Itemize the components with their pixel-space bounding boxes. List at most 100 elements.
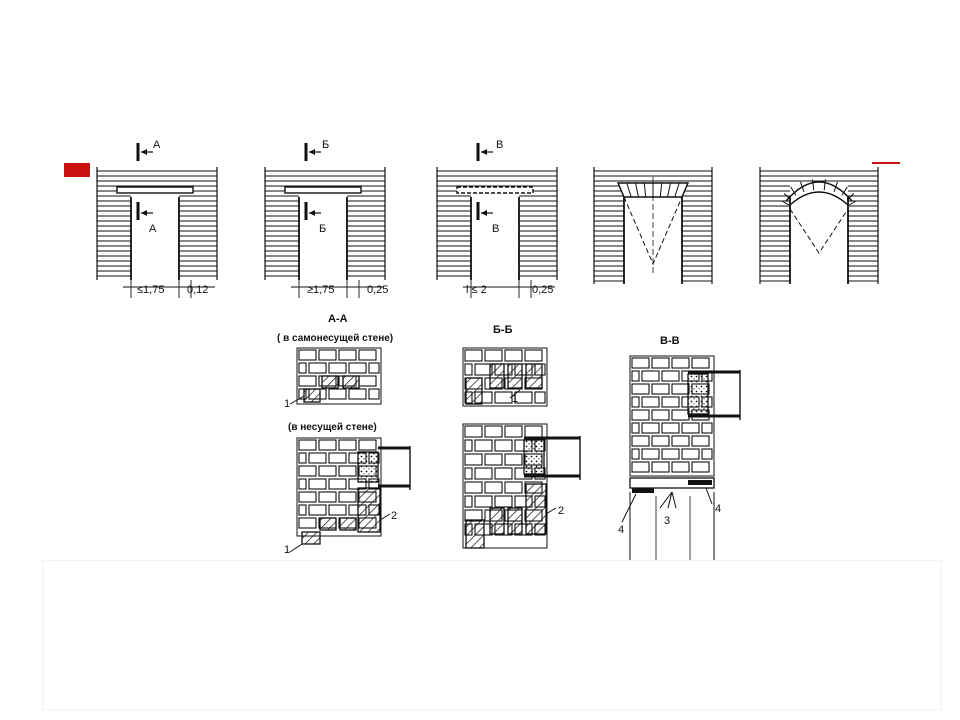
- leader-line: [289, 543, 303, 553]
- brick: [464, 481, 483, 494]
- lintel-beam: [116, 186, 194, 194]
- brick: [631, 435, 650, 447]
- brick: [631, 396, 640, 408]
- brick: [464, 425, 483, 438]
- voussoir-joint: [846, 193, 855, 201]
- brick: [298, 491, 317, 503]
- brick: [298, 375, 317, 387]
- support-angle: [629, 477, 715, 489]
- opening: [791, 197, 847, 284]
- panel-3-mark-top: В: [496, 139, 503, 151]
- lintel-section: [465, 519, 485, 549]
- arrow-head: [309, 210, 315, 216]
- lintel-section: [489, 507, 505, 535]
- panel-2-mark-top: Б: [322, 139, 329, 151]
- elevation-walls: [96, 167, 879, 284]
- panel-3-dim-opening: l ≤ 2: [466, 284, 487, 296]
- voussoir-joint: [790, 186, 797, 196]
- lintel-beam: [284, 186, 362, 194]
- brick: [631, 383, 650, 395]
- callout-vv-4a: 4: [618, 524, 624, 536]
- voussoir-joint: [635, 182, 639, 198]
- brick: [474, 495, 493, 508]
- brick: [464, 467, 473, 480]
- panel-1-mark-top: А: [153, 139, 161, 151]
- brick: [691, 435, 710, 447]
- brick: [464, 495, 473, 508]
- brick: [504, 425, 523, 438]
- brick: [298, 517, 317, 529]
- lintel-section: [319, 517, 337, 531]
- brick: [661, 396, 680, 408]
- brick: [681, 448, 700, 460]
- brick: [631, 461, 650, 473]
- elevation-details: [116, 143, 857, 298]
- brick: [474, 439, 493, 452]
- brick: [318, 439, 337, 451]
- opening: [472, 197, 518, 280]
- voussoir-joint: [667, 182, 671, 198]
- voussoir-joint: [681, 182, 689, 198]
- voussoir-joint: [812, 179, 815, 191]
- voussoir-joint: [823, 179, 826, 191]
- brick: [474, 467, 493, 480]
- brick: [524, 425, 543, 438]
- brick: [348, 388, 367, 400]
- leader-line: [289, 395, 305, 405]
- wall-outline: [462, 423, 548, 549]
- brick: [504, 453, 523, 466]
- arch-inner: [789, 191, 849, 206]
- wall-outline: [296, 347, 382, 405]
- concrete-slab: [523, 439, 545, 475]
- steel-plate: [632, 488, 654, 493]
- callout-vv-4b: 4: [715, 503, 721, 515]
- wall-outline: [462, 347, 548, 407]
- panel-2-dim-support: 0,25: [367, 284, 388, 296]
- brick: [358, 349, 377, 361]
- brick: [484, 425, 503, 438]
- lintel-section: [489, 363, 505, 389]
- brick: [484, 349, 503, 362]
- brick: [651, 461, 670, 473]
- brick: [514, 391, 533, 404]
- brick: [298, 439, 317, 451]
- lintel-section: [525, 363, 543, 389]
- arch-geometry-dashed: [789, 208, 849, 254]
- leader-line: [667, 491, 673, 509]
- brick: [671, 461, 690, 473]
- brick: [631, 370, 640, 382]
- voussoir-joint: [659, 182, 663, 198]
- concrete-slab: [357, 451, 379, 483]
- lintel-section: [357, 487, 381, 533]
- brick: [651, 383, 670, 395]
- brick: [631, 357, 650, 369]
- section-aa-title: А-А: [328, 313, 348, 325]
- brick: [298, 452, 307, 464]
- steel-plate: [688, 480, 712, 485]
- brick: [308, 452, 327, 464]
- voussoir-joint: [643, 182, 647, 198]
- brick: [368, 388, 380, 400]
- arrow-head: [141, 210, 147, 216]
- brick: [464, 439, 473, 452]
- brick: [464, 349, 483, 362]
- brick: [661, 448, 680, 460]
- lintel-section: [342, 375, 360, 389]
- callout-aa-1b: 1: [284, 544, 290, 556]
- arrow-head: [309, 149, 315, 155]
- panel-1-dim-support: 0,12: [187, 284, 208, 296]
- callout-aa-1a: 1: [284, 398, 290, 410]
- panel-1-mark-bottom: А: [149, 223, 157, 235]
- brick: [338, 465, 357, 477]
- callout-aa-2: 2: [391, 510, 397, 522]
- brick: [348, 362, 367, 374]
- lintel-section: [507, 363, 523, 389]
- brick: [701, 422, 713, 434]
- section-vv-title: В-В: [660, 335, 680, 347]
- brick: [484, 453, 503, 466]
- panel-2-dim-opening: ≥1,75: [307, 284, 334, 296]
- brick: [651, 357, 670, 369]
- section-drawings: [289, 347, 741, 560]
- brick: [328, 388, 347, 400]
- brick: [494, 391, 513, 404]
